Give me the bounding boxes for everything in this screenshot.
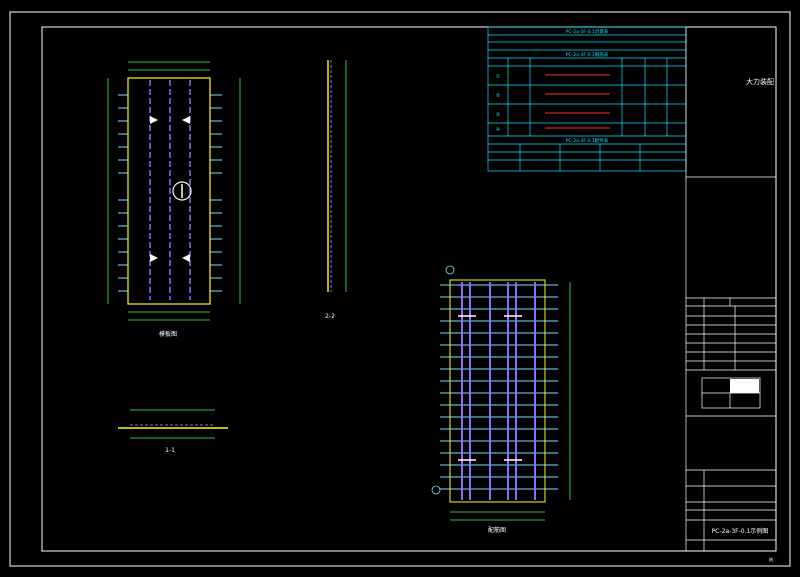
section-1-1-label: 1-1 xyxy=(165,447,175,454)
table-title-3: PC-2a-3F-0.1配件表 xyxy=(566,137,609,144)
lifting-point-icon xyxy=(172,181,192,201)
table-title-2: PC-2a-3F-0.1钢筋表 xyxy=(566,51,609,58)
table-row-4: ④ xyxy=(496,127,501,133)
panel-outline xyxy=(127,77,211,305)
table-row-1: ① xyxy=(496,74,501,80)
table-red-bars xyxy=(545,74,610,129)
drawing-name: PC-2a-3F-0.1示例图 xyxy=(712,527,769,535)
rebar-layout-label: 配筋图 xyxy=(488,526,506,534)
plan-view-label: 模板图 xyxy=(159,330,177,338)
section-1-1: 1-1 xyxy=(118,409,228,454)
logo-block xyxy=(730,379,759,393)
table-row-3: ③ xyxy=(496,112,500,118)
title-block xyxy=(685,27,776,551)
inner-frame xyxy=(41,26,777,552)
outer-frame xyxy=(9,11,791,567)
vertical-title: 大力装配 xyxy=(746,77,774,86)
plan-view: 模板图 xyxy=(107,61,241,338)
sheet-number: 结 xyxy=(769,556,773,562)
section-2-2-label: 2-2 xyxy=(325,313,335,320)
section-2-2: 2-2 xyxy=(325,60,347,320)
table-row-2: ② xyxy=(496,93,501,99)
rebar-layout: 配筋图 xyxy=(431,265,571,534)
schedule-table xyxy=(487,26,687,172)
table-title-1: PC-2a-3F-0.1示意表 xyxy=(566,28,609,35)
